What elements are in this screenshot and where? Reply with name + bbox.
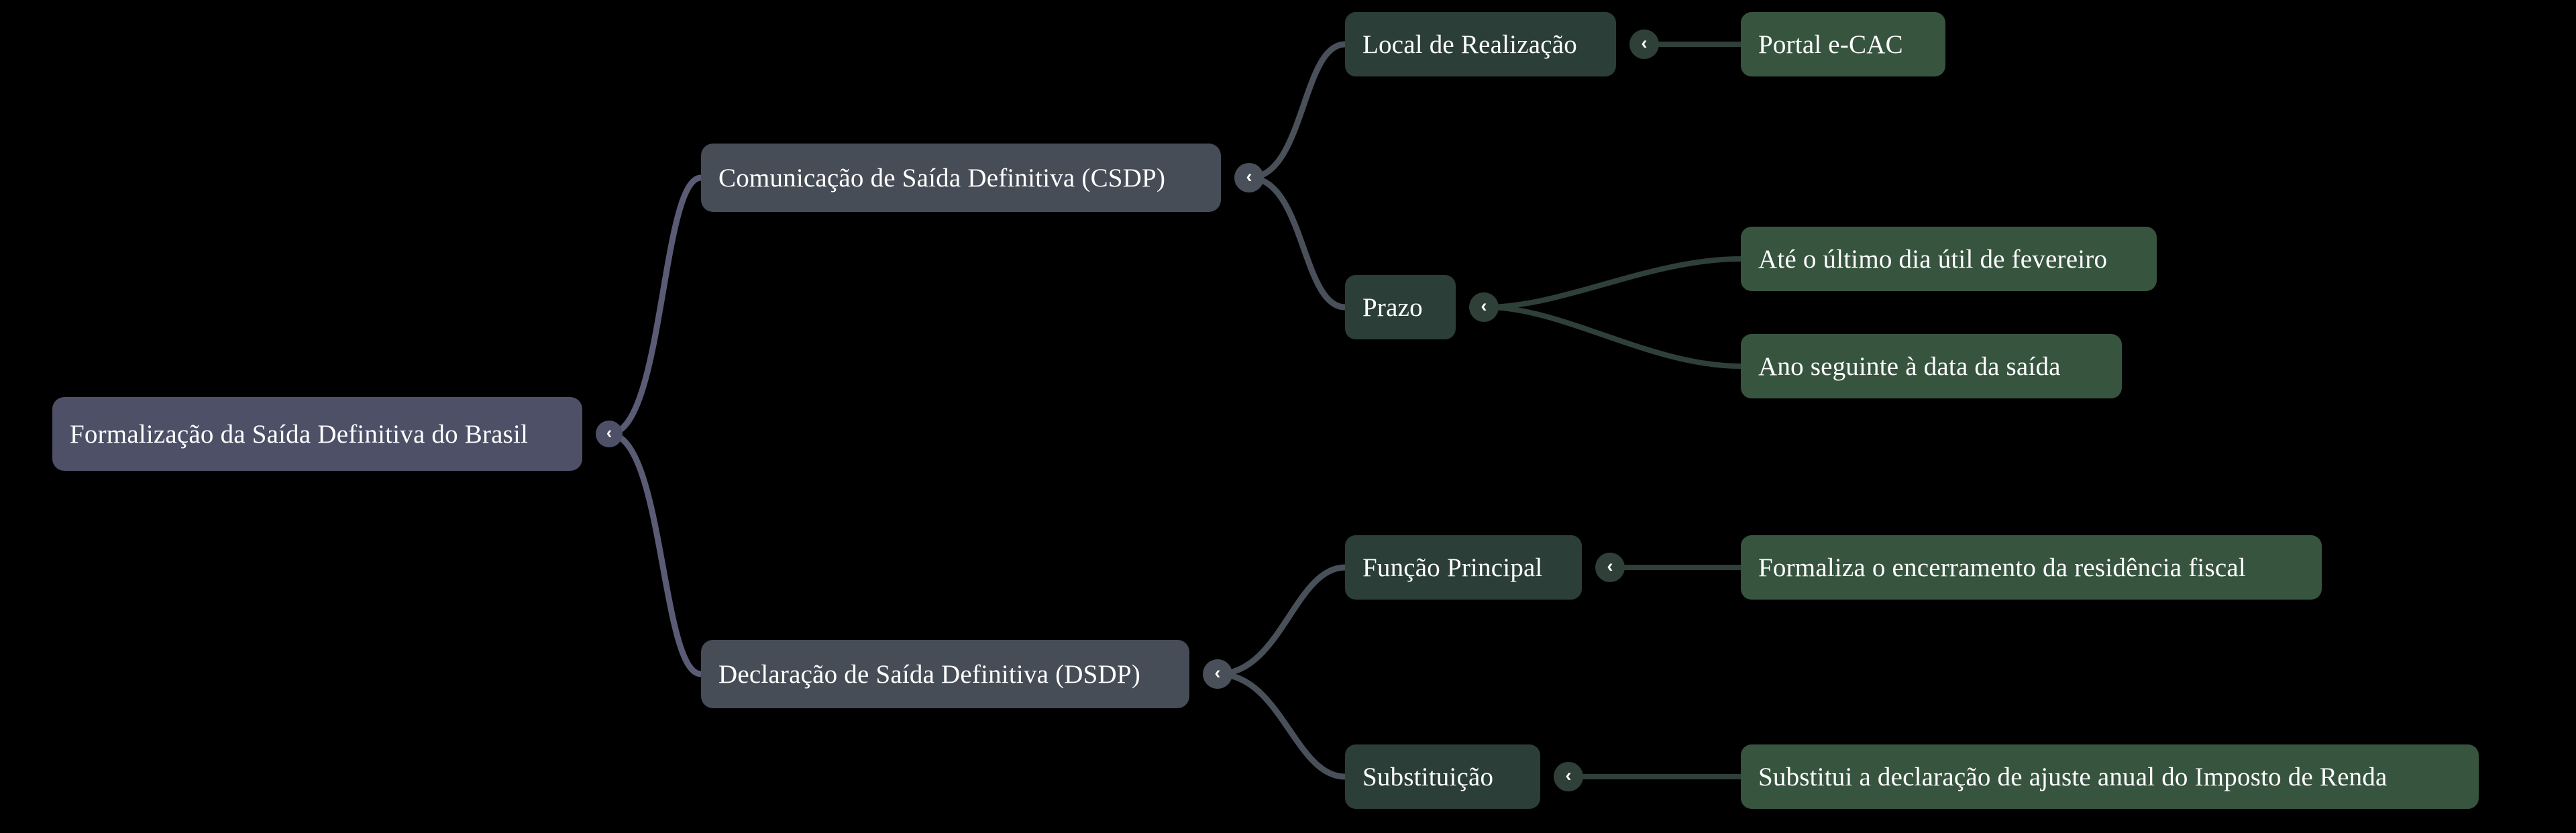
toggle-root[interactable]: ‹	[596, 421, 623, 447]
chevron-left-icon: ‹	[1565, 765, 1572, 785]
edge-csdp-to-local	[1246, 41, 1348, 181]
toggle-prazo[interactable]: ‹	[1469, 292, 1499, 322]
toggle-funcao-principal[interactable]: ‹	[1595, 553, 1625, 582]
chevron-left-icon: ‹	[1607, 555, 1613, 576]
edge-csdp-to-prazo	[1246, 174, 1348, 311]
node-funcao-principal-label: Função Principal	[1362, 553, 1543, 582]
chevron-left-icon: ‹	[1214, 662, 1221, 683]
chevron-left-icon: ‹	[606, 423, 612, 442]
toggle-local-de-realizacao[interactable]: ‹	[1629, 30, 1659, 59]
node-substituicao[interactable]: Substituição	[1345, 744, 1540, 809]
node-local-de-realizacao[interactable]: Local de Realização	[1345, 12, 1616, 76]
edge-dsdp-to-funcao	[1214, 564, 1348, 677]
chevron-left-icon: ‹	[1246, 166, 1252, 186]
node-prazo[interactable]: Prazo	[1345, 275, 1456, 339]
chevron-left-icon: ‹	[1481, 295, 1487, 316]
node-csdp[interactable]: Comunicação de Saída Definitiva (CSDP)	[701, 144, 1221, 212]
node-root-label: Formalização da Saída Definitiva do Bras…	[70, 419, 529, 449]
edge-root-to-dsdp	[606, 431, 704, 677]
node-prazo-label: Prazo	[1362, 292, 1423, 322]
node-ate-ultimo-dia-util-de-fevereiro[interactable]: Até o último dia útil de fevereiro	[1741, 227, 2157, 291]
node-portal-ecac-label: Portal e-CAC	[1758, 30, 1903, 59]
edge-root-to-csdp	[606, 174, 704, 437]
node-formaliza-o-encerramento-da-residencia-fiscal-label: Formaliza o encerramento da residência f…	[1758, 553, 2246, 582]
toggle-substituicao[interactable]: ‹	[1554, 762, 1583, 791]
node-formaliza-o-encerramento-da-residencia-fiscal[interactable]: Formaliza o encerramento da residência f…	[1741, 535, 2322, 600]
toggle-dsdp[interactable]: ‹	[1203, 659, 1232, 689]
node-ate-ultimo-dia-util-de-fevereiro-label: Até o último dia útil de fevereiro	[1758, 244, 2108, 274]
node-csdp-label: Comunicação de Saída Definitiva (CSDP)	[718, 163, 1166, 192]
edge-dsdp-to-substituicao	[1214, 671, 1348, 780]
node-root[interactable]: Formalização da Saída Definitiva do Bras…	[52, 397, 582, 471]
chevron-left-icon: ‹	[1641, 32, 1648, 53]
edge-prazo-to-ate-ultimo-dia	[1484, 256, 1743, 310]
node-substituicao-label: Substituição	[1362, 762, 1494, 791]
node-local-de-realizacao-label: Local de Realização	[1362, 30, 1577, 59]
node-substitui-a-declaracao-de-ajuste-anual-do-imposto-de-renda[interactable]: Substitui a declaração de ajuste anual d…	[1741, 744, 2479, 809]
node-funcao-principal[interactable]: Função Principal	[1345, 535, 1582, 600]
node-ano-seguinte-a-data-da-saida[interactable]: Ano seguinte à data da saída	[1741, 334, 2122, 398]
node-ano-seguinte-a-data-da-saida-label: Ano seguinte à data da saída	[1758, 351, 2061, 381]
node-portal-ecac[interactable]: Portal e-CAC	[1741, 12, 1945, 76]
node-substitui-a-declaracao-de-ajuste-anual-do-imposto-de-renda-label: Substitui a declaração de ajuste anual d…	[1758, 762, 2387, 791]
node-dsdp-label: Declaração de Saída Definitiva (DSDP)	[718, 659, 1141, 689]
toggle-csdp[interactable]: ‹	[1234, 163, 1264, 192]
node-dsdp[interactable]: Declaração de Saída Definitiva (DSDP)	[701, 640, 1189, 708]
edge-prazo-to-ano-seguinte	[1484, 304, 1743, 369]
